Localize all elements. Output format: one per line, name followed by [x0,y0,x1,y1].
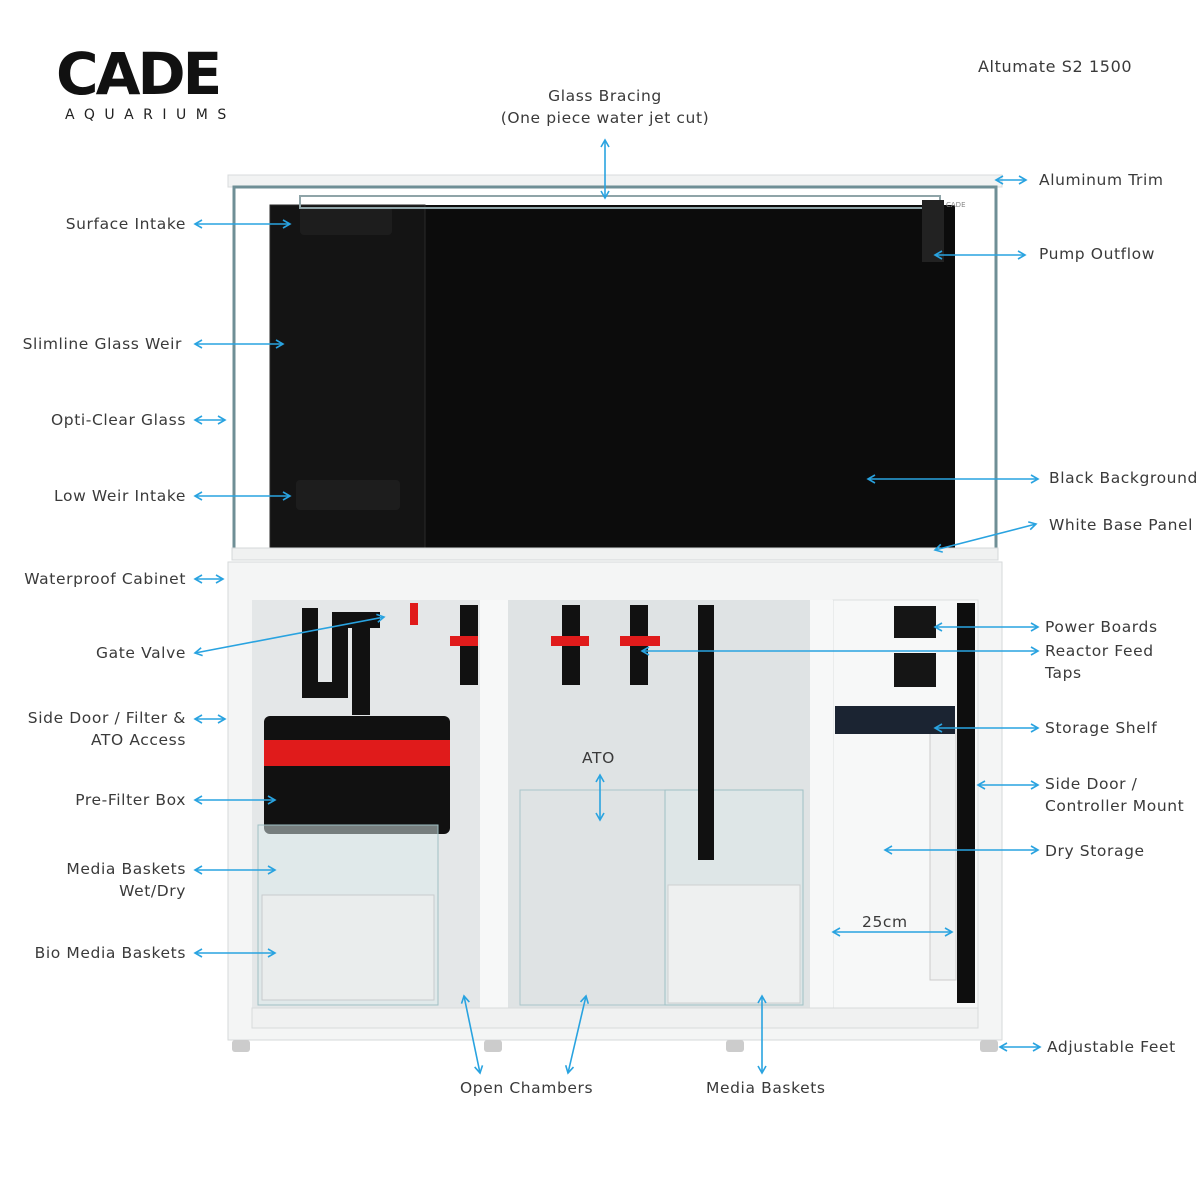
label-reactor-feed-taps: Reactor Feed Taps [1045,640,1154,684]
label-ato: ATO [582,749,615,767]
label-dry-storage: Dry Storage [1045,842,1145,860]
label-open-chambers: Open Chambers [460,1079,594,1097]
label-adjustable-feet: Adjustable Feet [1047,1038,1176,1056]
label-line: Media Baskets [66,860,186,878]
label-line: Wet/Dry [119,882,186,900]
label-low-weir-intake: Low Weir Intake [54,487,186,505]
label-aluminum-trim: Aluminum Trim [1039,171,1164,189]
label-pre-filter-box: Pre-Filter Box [75,791,186,809]
label-surface-intake: Surface Intake [65,215,186,233]
label-media-baskets: Media Baskets [706,1079,826,1097]
label-line: Glass Bracing [548,87,662,105]
label-opti-clear-glass: Opti-Clear Glass [50,411,186,429]
label-power-boards: Power Boards [1045,618,1158,636]
label-side-door-filter: Side Door / Filter & ATO Access [28,707,186,751]
display-tank: CADE [227,174,1003,561]
label-media-baskets-wetdry: Media Baskets Wet/Dry [66,858,186,902]
label-line: Controller Mount [1045,797,1185,815]
tank-logo: CADE [946,201,966,209]
label-side-door-controller: Side Door / Controller Mount [1045,773,1184,817]
sump [257,603,804,1006]
label-black-background: Black Background [1049,469,1198,487]
label-line: Reactor Feed [1045,642,1154,660]
label-pump-outflow: Pump Outflow [1039,245,1155,263]
model-name: Altumate S2 1500 [978,57,1133,76]
label-line: Side Door / [1045,775,1138,793]
label-line: Side Door / Filter & [27,709,186,727]
label-waterproof-cabinet: Waterproof Cabinet [24,570,186,588]
label-gate-valve: Gate Valve [96,644,186,662]
label-slimline-weir: Slimline Glass Weir [22,335,182,353]
label-bio-media-baskets: Bio Media Baskets [34,944,186,962]
label-storage-shelf: Storage Shelf [1045,719,1158,737]
label-white-base-panel: White Base Panel [1049,516,1194,534]
label-dimension-25cm: 25cm [862,913,908,931]
callout-arrows [193,138,1042,1075]
label-line: (One piece water jet cut) [500,109,710,127]
brand-logo: CADE [56,40,222,108]
label-line: Taps [1045,664,1082,682]
label-glass-bracing: Glass Bracing (One piece water jet cut) [500,85,710,129]
label-line: ATO Access [90,731,186,749]
brand-subtitle: AQUARIUMS [65,107,236,123]
